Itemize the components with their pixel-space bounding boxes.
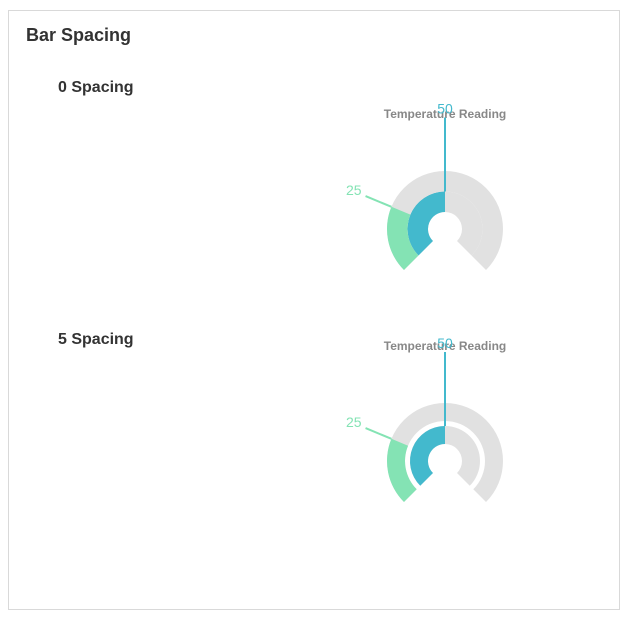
- gauge-chart-0-spacing: Temperature Reading 50 25: [346, 101, 506, 271]
- gauge-track: [387, 403, 503, 503]
- gauge-leader-line: [365, 195, 392, 208]
- gauge-track: [387, 170, 503, 271]
- section-label-0-spacing: 0 Spacing: [58, 79, 134, 96]
- gauge-value-label: 25: [346, 414, 362, 430]
- gauge-chart-5-spacing: Temperature Reading 50 25: [346, 335, 506, 503]
- gauge-bar: [387, 438, 417, 503]
- gauge-value-label: 50: [437, 101, 453, 117]
- gauge-bar: [407, 191, 445, 256]
- chart-title: Temperature Reading: [384, 339, 506, 353]
- gauge-bar: [410, 426, 445, 486]
- section-label-5-spacing: 5 Spacing: [58, 331, 134, 348]
- bar-spacing-panel: Bar Spacing 0 Spacing 5 Spacing Temperat…: [8, 10, 620, 610]
- gauge-value-label: 25: [346, 182, 362, 198]
- gauge-leader-line: [365, 427, 392, 440]
- gauge-value-label: 50: [437, 335, 453, 351]
- panel-title: Bar Spacing: [26, 25, 132, 45]
- gauge-bar: [387, 206, 419, 271]
- chart-title: Temperature Reading: [384, 107, 506, 121]
